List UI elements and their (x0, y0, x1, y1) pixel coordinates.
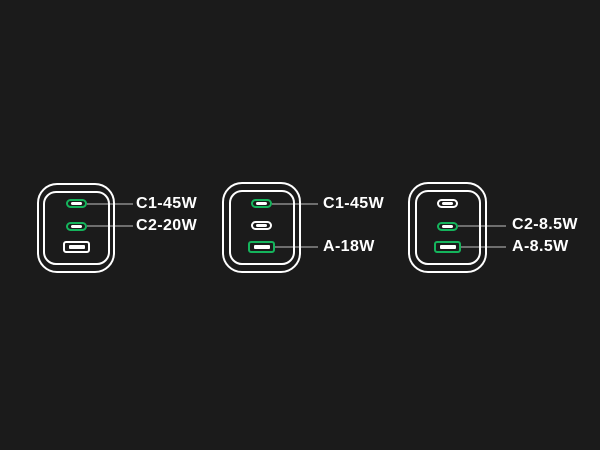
usb-c-port-c1 (437, 199, 458, 208)
charger-2-outer-shell (222, 182, 301, 273)
callout-line-a (461, 246, 506, 248)
callout-line-c2 (87, 225, 133, 227)
callout-line-c2 (458, 224, 506, 227)
port-tongue (253, 245, 270, 249)
usb-a-port (63, 241, 90, 253)
port-pin (442, 202, 453, 205)
callout-line-c1 (272, 202, 318, 205)
charger-2-face (228, 190, 295, 265)
port-power-label: A-18W (323, 238, 375, 255)
charger-1-outer-shell (37, 183, 115, 273)
usb-c-port-c2 (251, 221, 272, 230)
callout-line-a (275, 246, 318, 248)
port-power-label: C1-45W (136, 194, 198, 212)
port-power-label: A-8.5W (512, 238, 569, 255)
port-pin (256, 202, 267, 205)
charger-3-outer-shell (408, 182, 487, 273)
callout-line-c1 (87, 202, 133, 205)
port-power-label: C1-45W (323, 194, 385, 212)
usb-c-port-c1 (251, 199, 272, 208)
port-pin (442, 224, 453, 228)
port-power-label: C2-8.5W (512, 216, 578, 233)
usb-a-port (248, 241, 275, 253)
port-pin (256, 224, 267, 227)
charger-3-face (414, 190, 481, 265)
port-pin (71, 202, 82, 205)
port-tongue (68, 245, 85, 249)
port-pin (71, 224, 82, 228)
usb-c-port-c2 (437, 221, 458, 231)
usb-c-port-c1 (66, 199, 87, 208)
usb-a-port (434, 241, 461, 253)
port-tongue (439, 245, 456, 249)
port-power-label: C2-20W (136, 217, 198, 234)
usb-c-port-c2 (66, 221, 87, 231)
charger-1-face (43, 191, 110, 265)
